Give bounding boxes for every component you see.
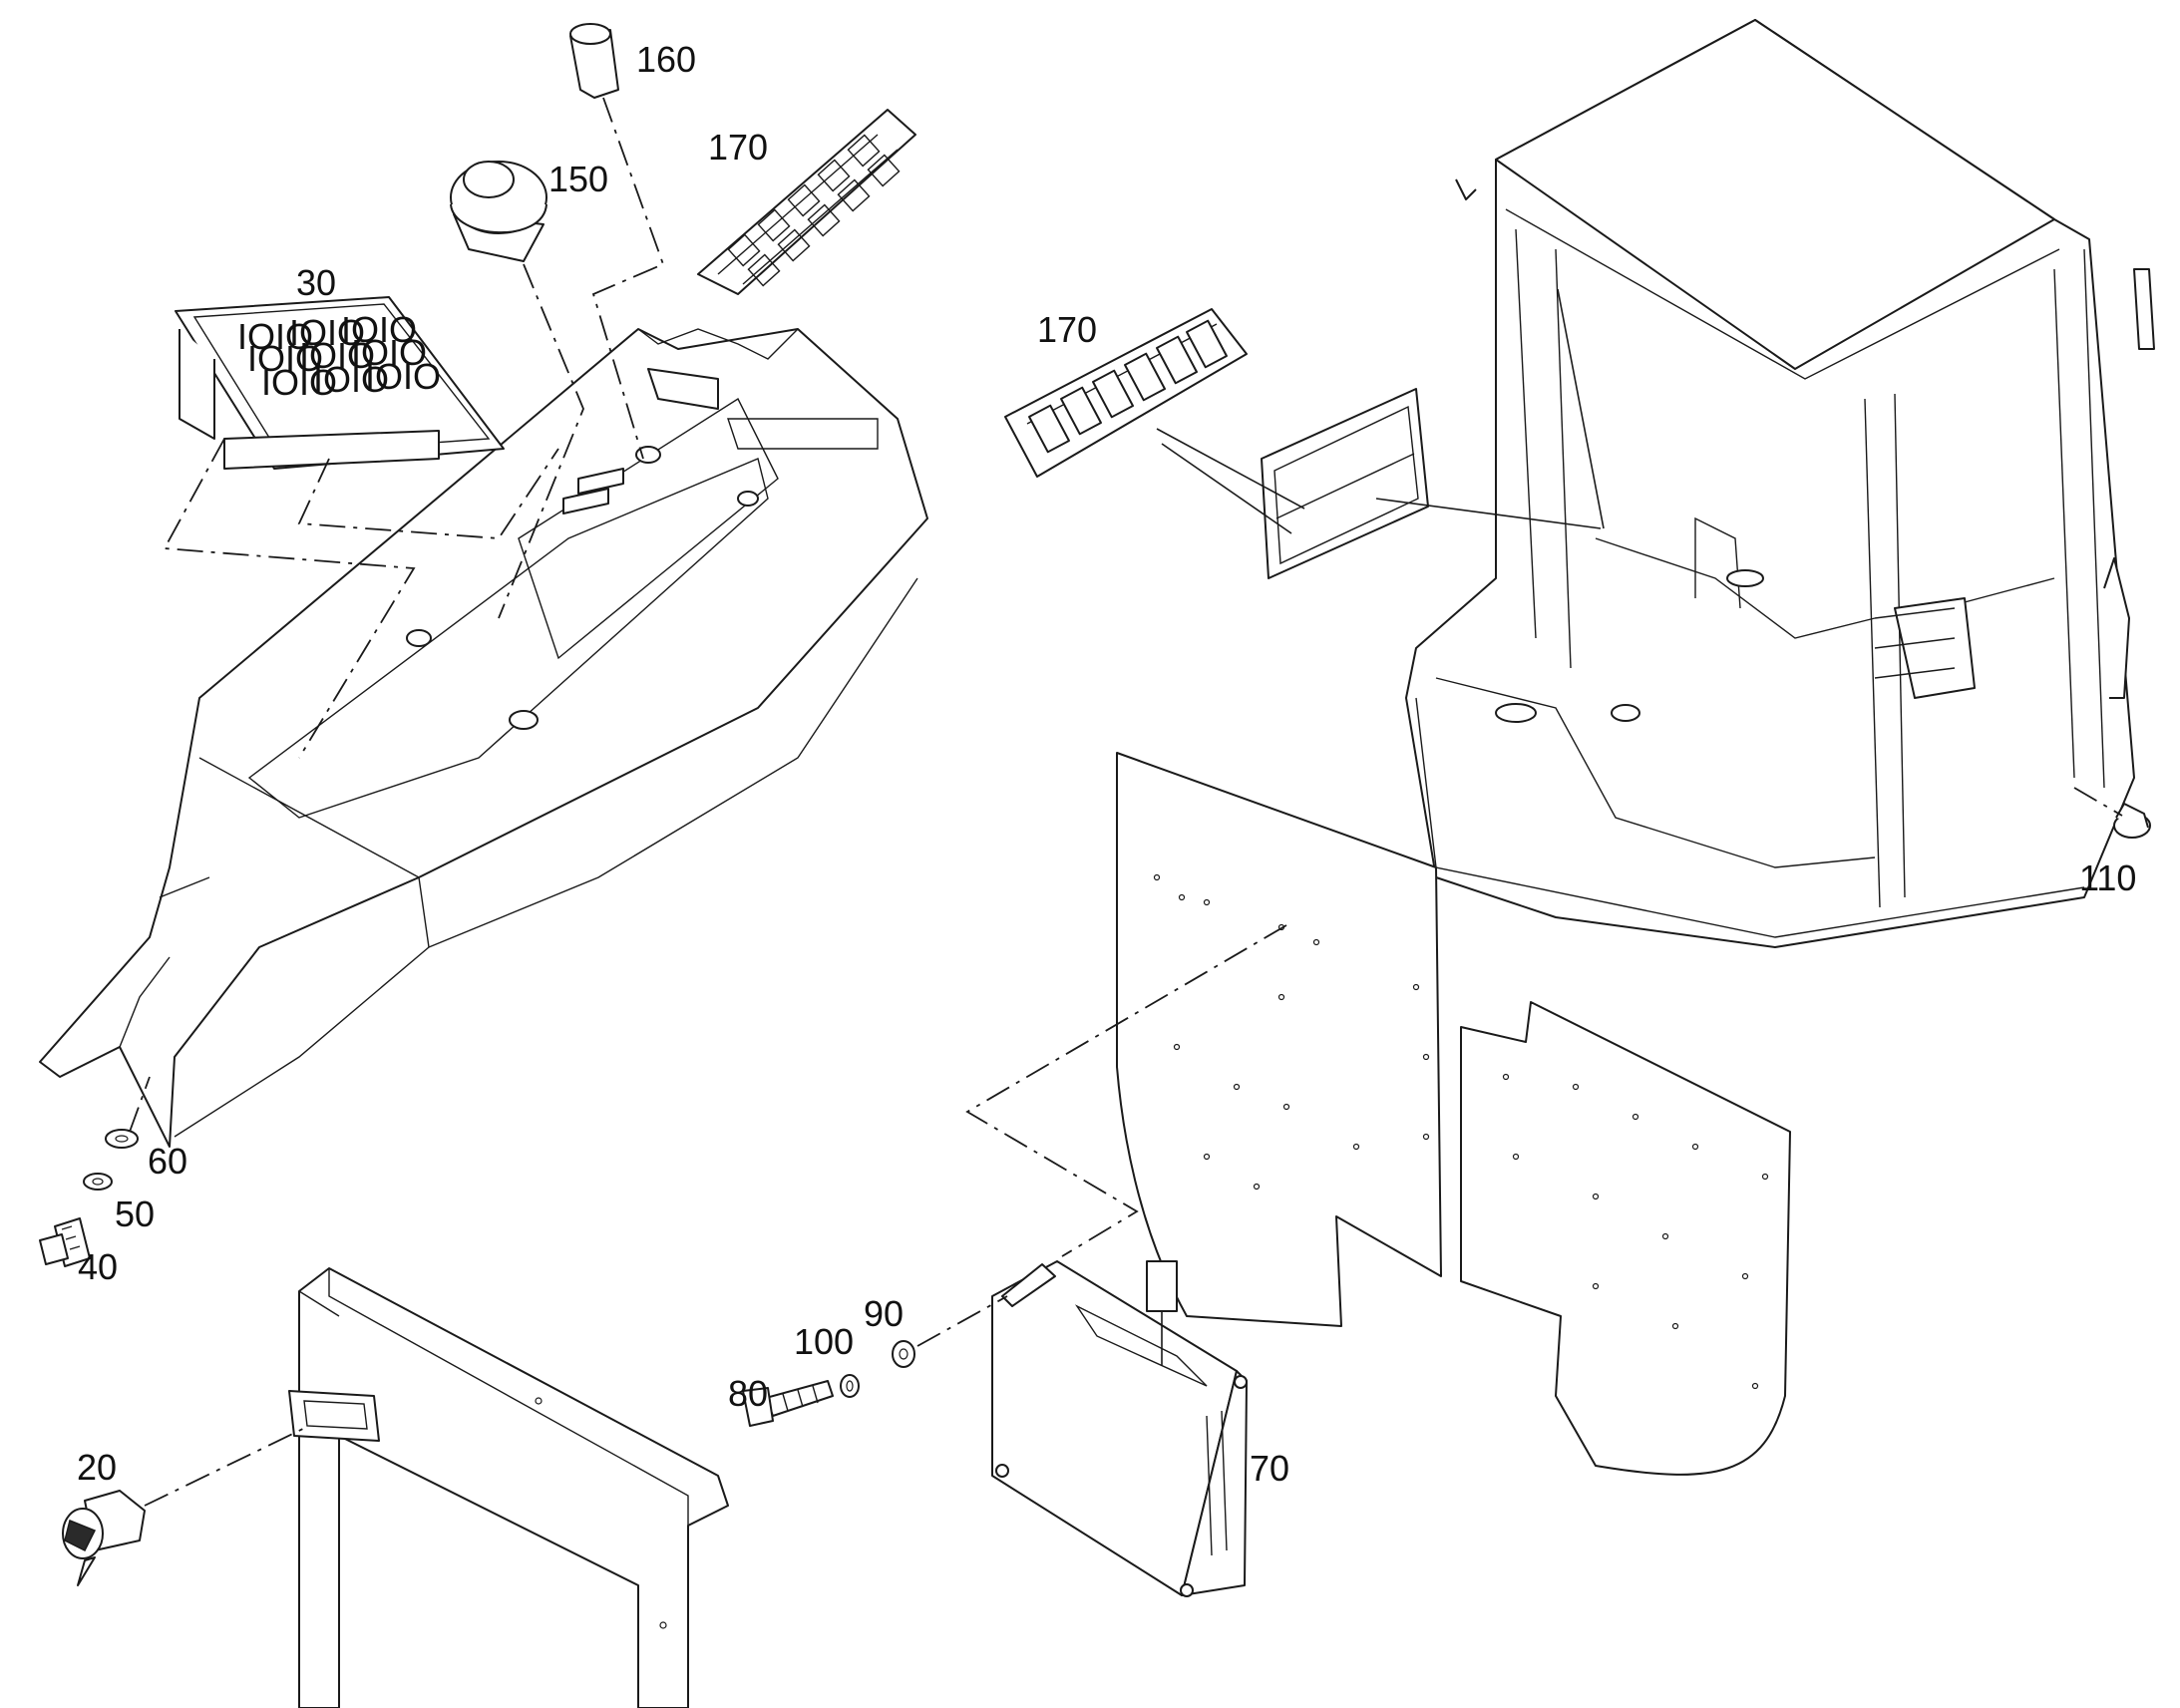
callout-150: 150 [548, 159, 608, 199]
washer-100 [840, 1374, 860, 1398]
callout-90: 90 [864, 1293, 904, 1334]
keypad-row-3b: IOIO [313, 359, 389, 400]
callout-labels: 160 170 150 30 170 110 60 50 40 90 100 8… [77, 39, 2136, 1489]
bolt-80 [742, 1380, 834, 1427]
washer-90 [892, 1295, 1008, 1368]
switch-panel-170-mid [1004, 308, 1248, 478]
callout-20: 20 [77, 1447, 117, 1488]
washer-60 [105, 1076, 151, 1149]
side-panel-bottom [288, 1267, 729, 1708]
callout-70: 70 [1250, 1448, 1289, 1489]
callout-110: 110 [2079, 857, 2136, 898]
keypad-row-1b: IOIO [289, 312, 365, 353]
switch-20 [62, 1425, 310, 1586]
switch-160 [569, 23, 665, 460]
keypad-row-2b: IOIO [299, 335, 375, 376]
controller-box-70 [991, 1260, 1248, 1597]
bracket-plate [1156, 288, 1605, 579]
callout-40: 40 [78, 1246, 118, 1287]
keypad-row-1c: IOIO [341, 309, 417, 350]
cab-frame [1405, 19, 2155, 948]
rear-panel-left [1116, 752, 1442, 1327]
callout-60: 60 [148, 1141, 187, 1182]
keypad-row-3: IOIO [261, 362, 337, 403]
keypad-row-3c: IOIO [365, 356, 441, 397]
keypad-row-2c: IOIO [351, 332, 427, 373]
callout-170-top: 170 [708, 127, 768, 168]
callout-100: 100 [794, 1321, 854, 1362]
rear-panel-right [1460, 1001, 1791, 1476]
rotary-knob-150 [450, 161, 584, 619]
keypad-row-1: IOIO [237, 316, 313, 357]
bolt-40 [39, 1217, 91, 1267]
callout-170-mid: 170 [1037, 309, 1097, 350]
callout-50: 50 [115, 1194, 155, 1234]
callout-30: 30 [296, 262, 336, 303]
keypad-30: IOIO IOIO IOIO IOIO IOIO IOIO IOIO IOIO … [163, 296, 559, 759]
console [39, 328, 928, 1148]
callout-80: 80 [728, 1373, 768, 1414]
plug-110 [2073, 787, 2151, 839]
keypad-row-2: IOIO [247, 338, 323, 379]
washer-50 [83, 1173, 113, 1191]
callout-160: 160 [636, 39, 696, 80]
switch-panel-170-top [697, 109, 916, 295]
